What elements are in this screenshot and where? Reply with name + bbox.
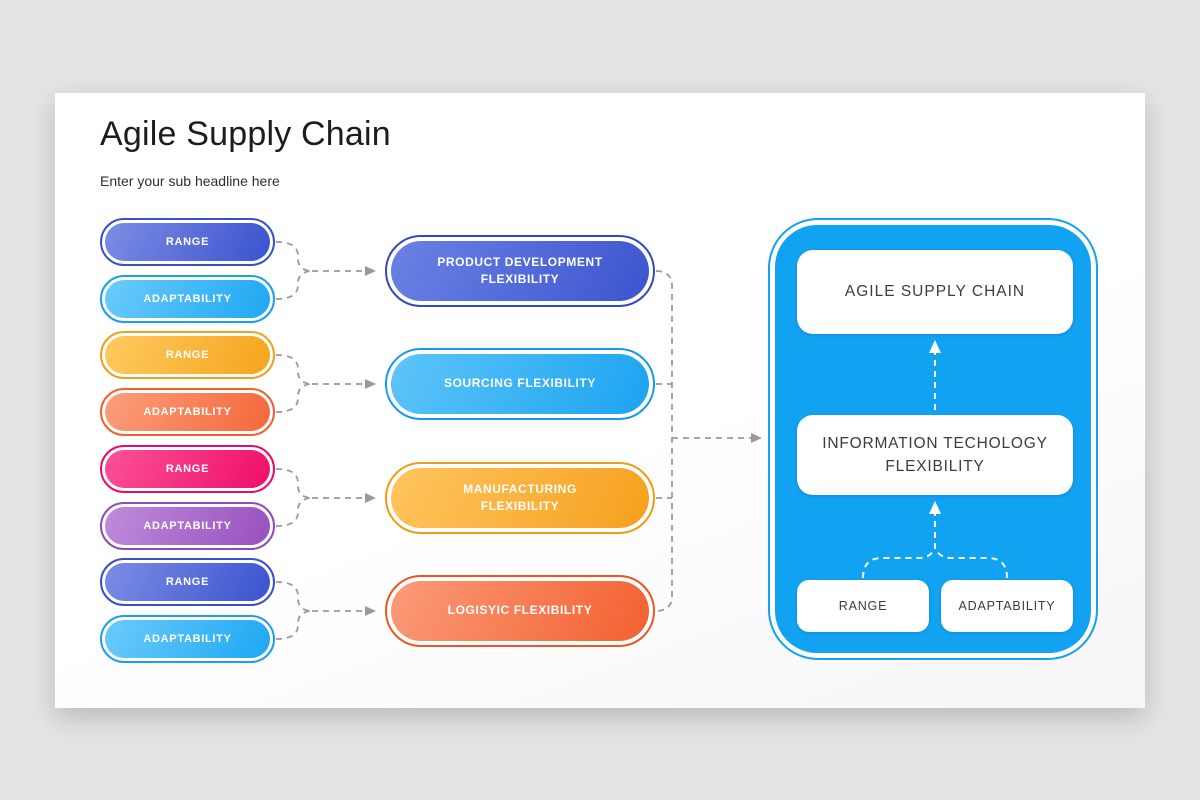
pill-range-3: RANGE	[100, 445, 275, 493]
flex-box-logistic: LOGISYIC FLEXIBILITY	[385, 575, 655, 647]
pill-label: RANGE	[165, 576, 210, 588]
panel-box-information-technology: INFORMATION TECHOLOGY FLEXIBILITY	[797, 415, 1073, 495]
panel-box-range: RANGE	[797, 580, 929, 632]
pill-label: ADAPTABILITY	[143, 520, 232, 532]
pill-label: RANGE	[165, 349, 210, 361]
flex-box-manufacturing: MANUFACTURING FLEXIBILITY	[385, 462, 655, 534]
pill-adaptability-4: ADAPTABILITY	[100, 615, 275, 663]
flex-box-label: MANUFACTURING FLEXIBILITY	[463, 481, 577, 513]
pill-label: RANGE	[165, 236, 210, 248]
panel-box-adaptability: ADAPTABILITY	[941, 580, 1073, 632]
flex-box-label: SOURCING FLEXIBILITY	[443, 376, 596, 391]
pill-adaptability-2: ADAPTABILITY	[100, 388, 275, 436]
pill-range-2: RANGE	[100, 331, 275, 379]
page-subtitle: Enter your sub headline here	[100, 173, 280, 189]
panel-box-label: INFORMATION TECHOLOGY FLEXIBILITY	[822, 434, 1048, 475]
pill-label: ADAPTABILITY	[143, 633, 232, 645]
pill-label: RANGE	[165, 463, 210, 475]
agile-supply-chain-panel: AGILE SUPPLY CHAIN INFORMATION TECHOLOGY…	[768, 218, 1098, 660]
flex-box-sourcing: SOURCING FLEXIBILITY	[385, 348, 655, 420]
pill-range-1: RANGE	[100, 218, 275, 266]
pill-adaptability-3: ADAPTABILITY	[100, 502, 275, 550]
pill-range-4: RANGE	[100, 558, 275, 606]
flex-box-product-development: PRODUCT DEVELOPMENT FLEXIBILITY	[385, 235, 655, 307]
page-title: Agile Supply Chain	[100, 115, 391, 153]
pill-label: ADAPTABILITY	[143, 293, 232, 305]
slide: Agile Supply Chain Enter your sub headli…	[55, 93, 1145, 708]
pill-label: ADAPTABILITY	[143, 406, 232, 418]
panel-box-label: AGILE SUPPLY CHAIN	[844, 283, 1026, 300]
panel-box-label: RANGE	[838, 599, 888, 613]
flex-box-label: LOGISYIC FLEXIBILITY	[447, 603, 593, 618]
pill-adaptability-1: ADAPTABILITY	[100, 275, 275, 323]
panel-box-label: ADAPTABILITY	[958, 599, 1056, 613]
panel-box-agile-supply-chain: AGILE SUPPLY CHAIN	[797, 250, 1073, 334]
flex-box-label: PRODUCT DEVELOPMENT FLEXIBILITY	[437, 254, 603, 286]
